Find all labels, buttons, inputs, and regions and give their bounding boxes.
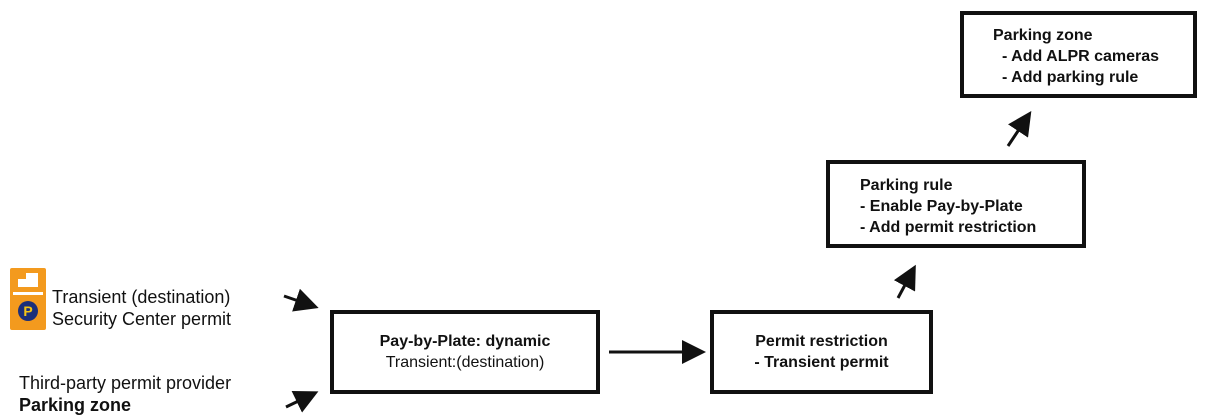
third-party-line-1: Third-party permit provider [19,373,232,393]
third-party-line-2: Parking zone [19,395,132,415]
pay-by-plate-line-1: Transient:(destination) [385,354,545,371]
security-center-text: Transient (destination) Security Center … [52,286,231,330]
permit-restriction-box: Permit restriction - Transient permit [710,310,933,394]
third-party-text: Third-party permit provider Parking zone [19,372,231,416]
permit-restriction-line-1: - Transient permit [754,354,889,371]
parking-rule-line-2: - Add permit restriction [860,219,1037,236]
parking-rule-box: Parking rule - Enable Pay-by-Plate - Add… [826,160,1086,248]
pay-by-plate-box: Pay-by-Plate: dynamic Transient:(destina… [330,310,600,394]
security-center-line-2: Security Center permit [52,309,232,329]
arrow-permit-to-rule [893,264,916,299]
parking-zone-title: Parking zone [993,27,1093,44]
arrow-rule-to-zone [1006,111,1032,147]
arrow-thirdparty-to-pay [285,390,319,413]
parking-zone-box: Parking zone - Add ALPR cameras - Add pa… [960,11,1197,98]
security-center-line-1: Transient (destination) [52,287,231,307]
permit-restriction-title: Permit restriction [755,333,888,350]
svg-text:P: P [23,303,32,319]
pay-by-plate-title: Pay-by-Plate: dynamic [379,333,551,350]
parking-permit-icon: P [10,268,46,330]
parking-zone-line-1: - Add ALPR cameras [1002,48,1160,65]
parking-rule-line-1: - Enable Pay-by-Plate [860,198,1023,215]
parking-rule-title: Parking rule [860,177,953,194]
arrow-security-to-pay [283,288,319,312]
parking-zone-line-2: - Add parking rule [1002,69,1139,86]
